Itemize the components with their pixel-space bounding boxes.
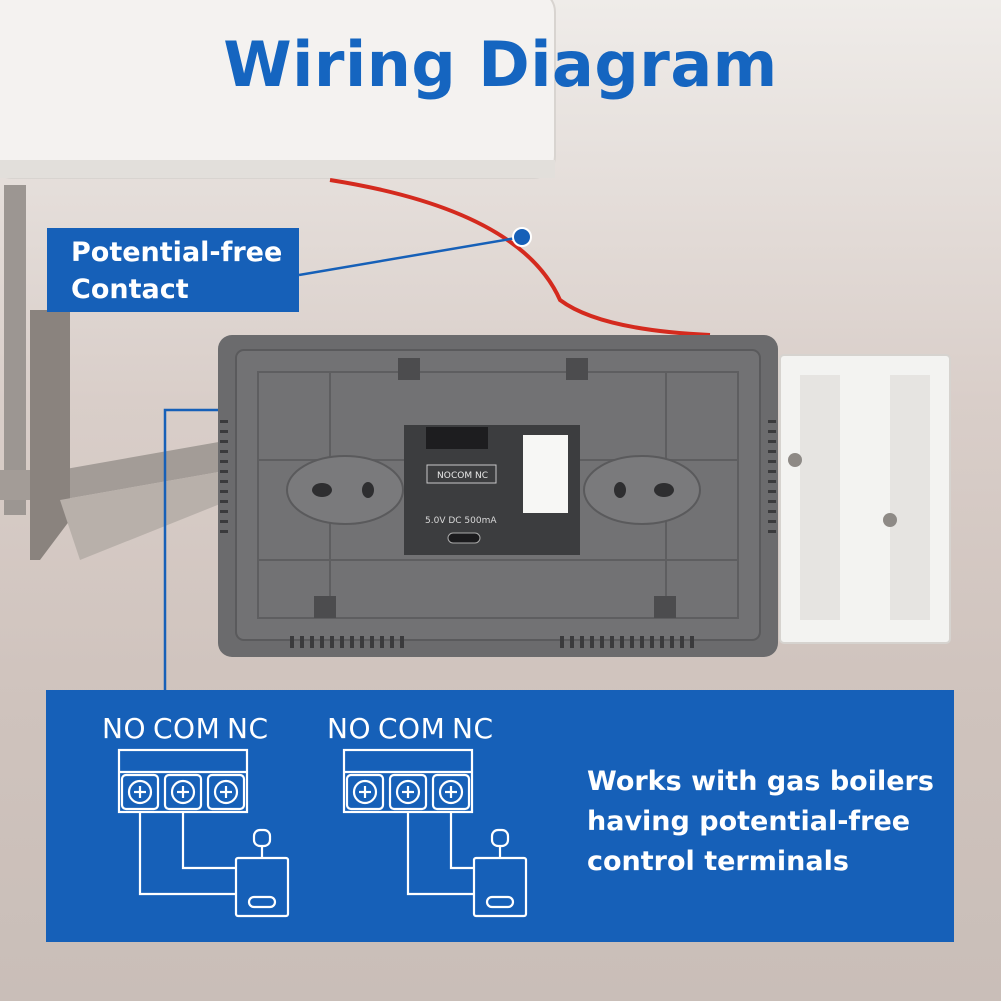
description-line-3: control terminals — [587, 846, 849, 877]
pipe-vertical — [4, 185, 26, 515]
diagram-2-label-no: NO — [327, 712, 371, 745]
wall-plate-rail-left — [800, 375, 840, 620]
wiring-diagrams — [117, 748, 528, 918]
vents-bottom — [290, 636, 694, 648]
wire-nc — [449, 812, 474, 870]
callout-line-2: Contact — [71, 274, 189, 305]
red-wire — [329, 178, 711, 337]
device-to-panel-line — [163, 408, 218, 690]
callout-leader-line — [298, 235, 523, 277]
wiring-diagram-2 — [342, 748, 528, 918]
screw-bottom — [883, 513, 897, 527]
wire-no — [138, 812, 236, 896]
screw-terminal-no-icon — [352, 779, 378, 805]
clip-top-right — [566, 358, 588, 380]
mount-slot-left — [286, 455, 404, 525]
screw-terminal-nc-icon — [213, 779, 239, 805]
callout-line-1: Potential-free — [71, 237, 283, 268]
pipe-lower — [60, 470, 230, 560]
diagram-1-label-no: NO — [102, 712, 146, 745]
terminal-block — [426, 427, 488, 449]
device-terminal-label-box — [426, 464, 497, 484]
boiler-bottom-edge — [0, 160, 555, 178]
clip-top-left — [398, 358, 420, 380]
window-white-tab — [523, 435, 568, 513]
screw-terminal-com-icon — [395, 779, 421, 805]
diagram-2-label-nc: NC — [452, 712, 494, 745]
screw-terminal-no-icon — [127, 779, 153, 805]
pipe-bracket — [30, 310, 70, 560]
compatibility-description: Works with gas boilers having potential-… — [587, 762, 947, 882]
diagram-2-label-com: COM — [378, 712, 446, 745]
clip-bottom-left — [314, 596, 336, 618]
wiring-info-panel: NO COM NC NO COM NC — [46, 690, 954, 942]
device-label-no: NO — [437, 471, 451, 481]
screw-top — [788, 453, 802, 467]
diagram-1-label-com: COM — [153, 712, 221, 745]
page-title: Wiring Diagram — [223, 28, 778, 101]
wire-com — [181, 812, 236, 870]
thermostat-ribs — [257, 371, 739, 619]
description-line-1: Works with gas boilers — [587, 766, 934, 797]
diagram-1-label-nc: NC — [227, 712, 269, 745]
wire-contact-marker — [512, 227, 532, 247]
mount-slot-right — [583, 455, 701, 525]
vents-side — [220, 420, 776, 533]
description-line-2: having potential-free — [587, 806, 911, 837]
device-label-com: COM — [451, 471, 472, 481]
usb-c-port — [447, 532, 481, 544]
clip-bottom-right — [654, 596, 676, 618]
device-power-label: 5.0V DC 500mA — [425, 516, 497, 526]
screw-terminal-com-icon — [170, 779, 196, 805]
wiring-diagram-1 — [117, 748, 290, 918]
wall-plate-rail-right — [890, 375, 930, 620]
device-label-nc: NC — [475, 471, 488, 481]
potential-free-contact-callout: Potential-free Contact — [47, 228, 299, 312]
screw-terminal-nc-icon — [438, 779, 464, 805]
wire-com — [406, 812, 474, 896]
